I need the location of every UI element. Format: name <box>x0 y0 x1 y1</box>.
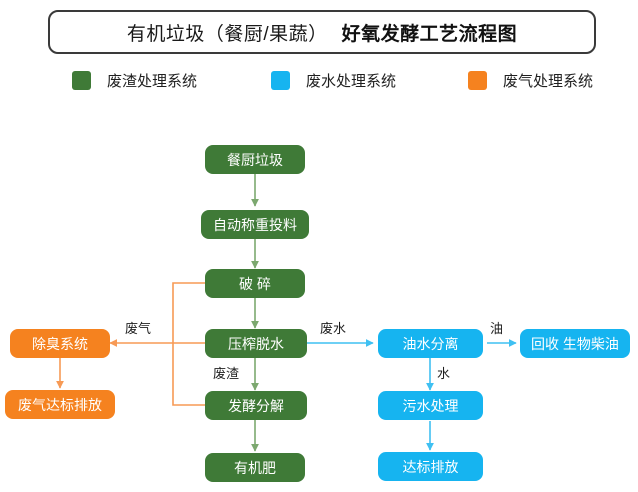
node-sewage-treatment-label: 污水处理 <box>402 397 459 414</box>
node-crush[interactable]: 破 碎 <box>205 269 305 298</box>
node-ferment-decompose[interactable]: 发酵分解 <box>205 391 307 420</box>
node-deodorize-system-label: 除臭系统 <box>32 335 88 352</box>
node-auto-weigh-feed-label: 自动称重投料 <box>213 216 297 233</box>
node-organic-fertilizer[interactable]: 有机肥 <box>205 453 305 482</box>
node-exhaust-standard-discharge-label: 废气达标排放 <box>18 396 102 413</box>
legend-label-residue: 废渣处理系统 <box>107 72 198 90</box>
node-ferment-decompose-label: 发酵分解 <box>228 397 284 414</box>
legend-label-wastewater: 废水处理系统 <box>306 72 397 90</box>
edge-label-residue: 废渣 <box>213 366 240 381</box>
node-exhaust-standard-discharge[interactable]: 废气达标排放 <box>5 390 115 419</box>
node-kitchen-waste[interactable]: 餐厨垃圾 <box>205 145 305 174</box>
legend-swatch-orange-icon <box>468 70 488 90</box>
node-crush-label: 破 碎 <box>239 275 271 292</box>
node-recycle-biodiesel[interactable]: 回收 生物柴油 <box>520 329 630 358</box>
node-recycle-biodiesel-label: 回收 生物柴油 <box>531 335 619 352</box>
node-standard-discharge-label: 达标排放 <box>402 458 459 475</box>
node-press-dewater-label: 压榨脱水 <box>228 335 284 352</box>
node-organic-fertilizer-label: 有机肥 <box>234 459 276 476</box>
edge-label-waste-water: 废水 <box>320 321 347 336</box>
legend-label-exhaust: 废气处理系统 <box>503 72 594 90</box>
node-oil-water-separation-label: 油水分离 <box>402 335 459 352</box>
edge-label-oil: 油 <box>490 321 504 336</box>
edge-label-water: 水 <box>437 366 451 381</box>
legend-item-residue: 废渣处理系统 <box>72 70 197 91</box>
legend-item-wastewater: 废水处理系统 <box>271 70 396 91</box>
legend-swatch-green-icon <box>72 70 91 90</box>
node-press-dewater[interactable]: 压榨脱水 <box>205 329 307 358</box>
edge-exhaust-trunk <box>172 282 205 406</box>
title-main-text: 有机垃圾（餐厨/果蔬） <box>126 23 328 45</box>
page-title: 有机垃圾（餐厨/果蔬） 好氧发酵工艺流程图 <box>48 10 596 54</box>
node-sewage-treatment[interactable]: 污水处理 <box>378 391 483 420</box>
legend-swatch-cyan-icon <box>271 70 291 90</box>
node-deodorize-system[interactable]: 除臭系统 <box>10 329 110 358</box>
node-auto-weigh-feed[interactable]: 自动称重投料 <box>201 210 309 239</box>
node-standard-discharge[interactable]: 达标排放 <box>378 452 483 481</box>
node-oil-water-separation[interactable]: 油水分离 <box>378 329 483 358</box>
edge-label-exhaust-gas: 废气 <box>125 321 152 336</box>
legend-item-exhaust: 废气处理系统 <box>468 70 593 91</box>
title-sub-text: 好氧发酵工艺流程图 <box>341 23 518 45</box>
node-kitchen-waste-label: 餐厨垃圾 <box>227 151 283 168</box>
legend: 废渣处理系统 废水处理系统 废气处理系统 <box>60 66 600 94</box>
